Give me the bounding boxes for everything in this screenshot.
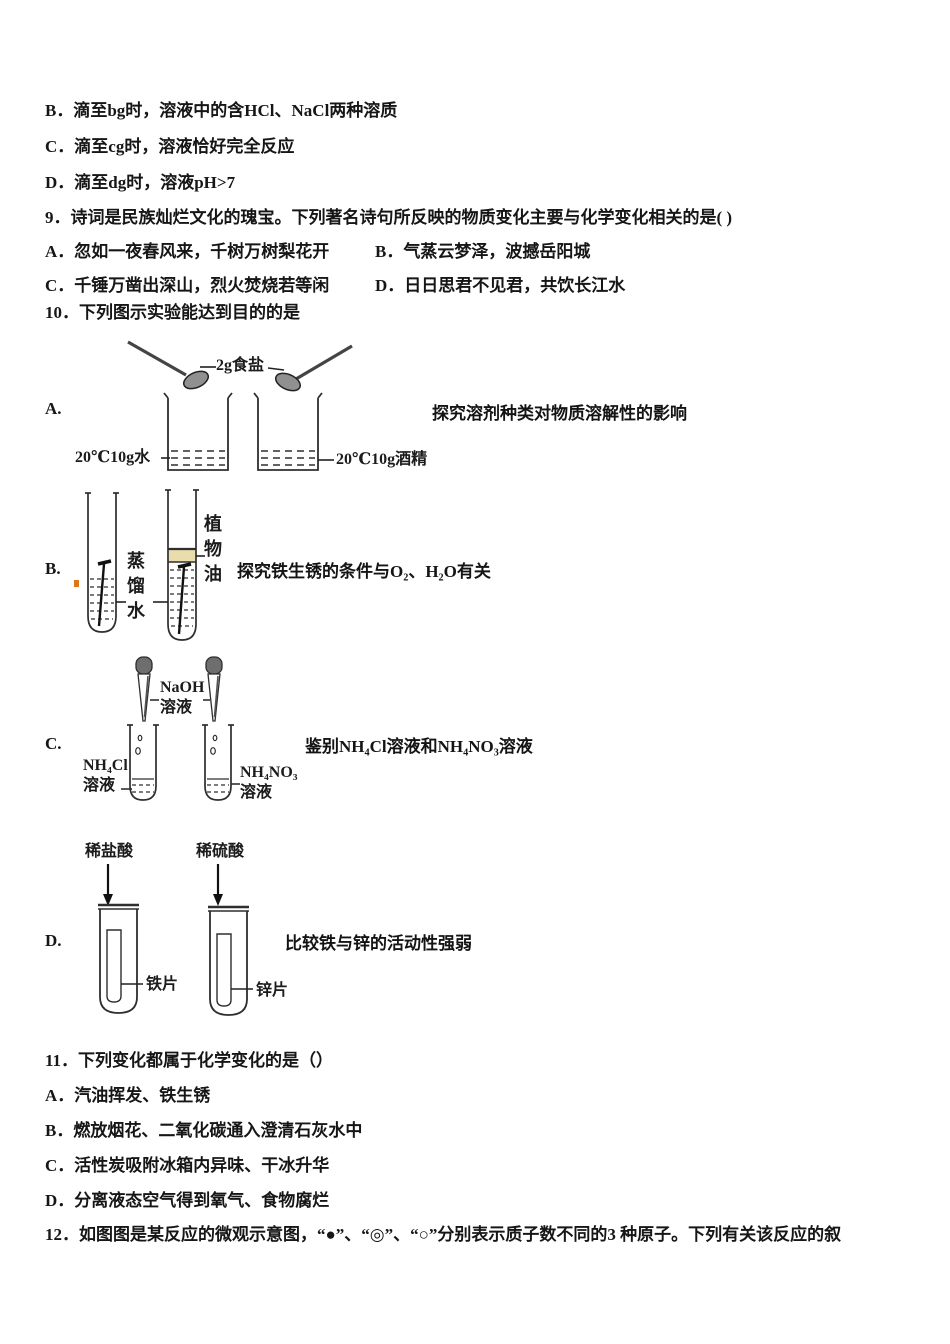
down-arrow-icon bbox=[103, 864, 113, 906]
q9-option-a: A．忽如一夜春风来，千树万树梨花开 bbox=[45, 242, 330, 261]
q10-c-purpose: 鉴别NH₄Cl溶液和NH₄NO₃溶液 bbox=[305, 737, 533, 756]
iron-strip-label: 铁片 bbox=[146, 976, 179, 993]
q10-a-label: A. bbox=[45, 399, 62, 418]
nh4cl-label: NH₄Cl溶液 bbox=[83, 757, 128, 794]
q10-b-purpose: 探究铁生锈的条件与O₂、H₂O有关 bbox=[237, 562, 491, 581]
label-pointer-lines bbox=[200, 366, 285, 371]
q11-option-c: C．活性炭吸附冰箱内异味、干冰升华 bbox=[45, 1156, 330, 1175]
nh4no3-label: NH₄NO₃溶液 bbox=[240, 764, 298, 801]
test-tube bbox=[85, 492, 119, 633]
diagram-rust bbox=[85, 489, 205, 641]
q12-stem: 12．如图图是某反应的微观示意图，“●”、“◎”、“○”分别表示质子数不同的3 … bbox=[45, 1225, 842, 1244]
q11-stem: 11．下列变化都属于化学变化的是（） bbox=[45, 1051, 334, 1070]
distilled-water-label: 蒸馏水 bbox=[125, 551, 145, 626]
test-tube bbox=[127, 724, 159, 801]
q11-option-d: D．分离液态空气得到氧气、食物腐烂 bbox=[45, 1191, 330, 1210]
diagram-solubility bbox=[127, 340, 353, 471]
nail-icon bbox=[97, 559, 112, 627]
test-tube bbox=[202, 724, 234, 801]
q9-option-c: C．千锤万凿出深山，烈火焚烧若等闲 bbox=[45, 276, 330, 295]
alcohol-label: 20℃10g酒精 bbox=[336, 451, 428, 468]
q9-option-d: D．日日思君不见君，共饮长江水 bbox=[375, 276, 626, 295]
label-pointer-lines bbox=[161, 457, 334, 461]
orange-mark bbox=[74, 580, 79, 587]
q10-a-purpose: 探究溶剂种类对物质溶解性的影响 bbox=[432, 404, 687, 423]
q11-option-a: A．汽油挥发、铁生锈 bbox=[45, 1086, 211, 1105]
salt-label: 2g食盐 bbox=[216, 357, 265, 374]
vegetable-oil-label: 植物油 bbox=[202, 514, 222, 589]
dilute-h2so4-label: 稀硫酸 bbox=[196, 843, 245, 860]
nail-icon bbox=[177, 562, 192, 635]
q11-option-b: B．燃放烟花、二氧化碳通入澄清石灰水中 bbox=[45, 1121, 363, 1140]
test-tube bbox=[165, 489, 199, 641]
q10-stem: 10．下列图示实验能达到目的的是 bbox=[45, 303, 300, 322]
dilute-hcl-label: 稀盐酸 bbox=[85, 843, 134, 860]
naoh-label: NaOH溶液 bbox=[160, 679, 205, 716]
q8-option-d: D．滴至dg时，溶液pH>7 bbox=[45, 173, 236, 192]
q8-option-c: C．滴至cg时，溶液恰好完全反应 bbox=[45, 137, 295, 156]
q9-option-b: B．气蒸云梦泽，波撼岳阳城 bbox=[375, 242, 591, 261]
diagram-identify bbox=[121, 656, 240, 801]
beaker bbox=[253, 392, 323, 471]
spoon-icon bbox=[274, 344, 353, 392]
q10-c-label: C. bbox=[45, 734, 62, 753]
dropper-icon bbox=[205, 656, 223, 722]
q10-b-label: B. bbox=[45, 559, 61, 578]
zinc-strip-label: 锌片 bbox=[256, 982, 289, 999]
label-pointer-lines bbox=[116, 555, 205, 603]
q9-stem: 9．诗词是民族灿烂文化的瑰宝。下列著名诗句所反映的物质变化主要与化学变化相关的是… bbox=[45, 208, 733, 227]
water-label: 20℃10g水 bbox=[75, 449, 151, 466]
q10-d-label: D. bbox=[45, 931, 62, 950]
metal-strip bbox=[216, 933, 232, 1007]
test-tube bbox=[98, 903, 139, 1014]
metal-strip bbox=[106, 929, 122, 1003]
q8-option-b: B．滴至bg时，溶液中的含HCl、NaCl两种溶质 bbox=[45, 101, 398, 120]
label-pointer-lines bbox=[121, 983, 253, 990]
beaker bbox=[163, 392, 233, 471]
test-tube bbox=[208, 905, 249, 1016]
dropper-icon bbox=[135, 656, 153, 722]
spoon-icon bbox=[127, 340, 210, 390]
diagram-activity bbox=[98, 864, 253, 1016]
down-arrow-icon bbox=[213, 864, 223, 906]
q10-d-purpose: 比较铁与锌的活动性强弱 bbox=[285, 934, 472, 953]
